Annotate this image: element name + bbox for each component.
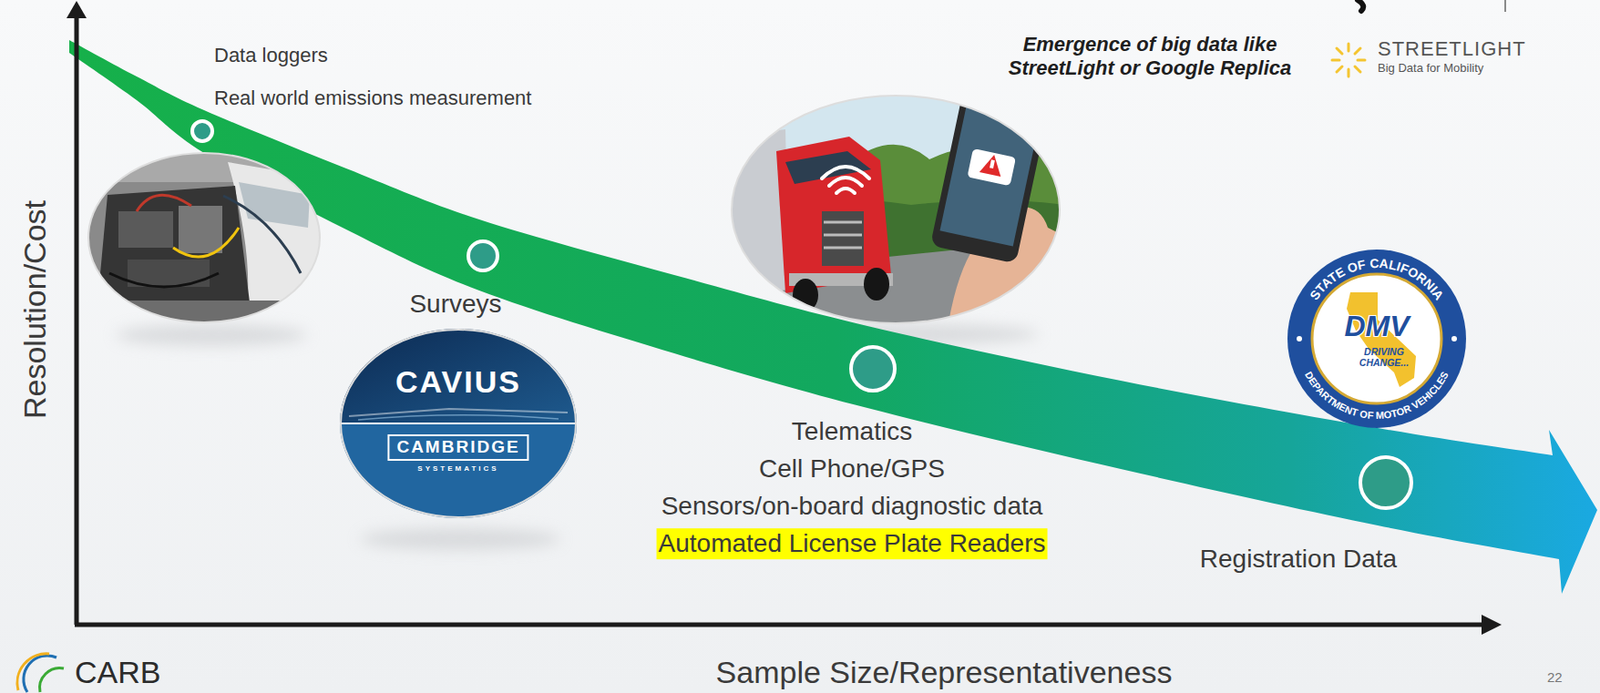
logo-top [339,328,577,424]
dmv-seal: STATE OF CALIFORNIA DEPARTMENT OF MOTOR V… [1286,248,1467,430]
illustration-detail [40,668,64,693]
illustration-detail [115,324,308,347]
illustration-detail [82,145,329,329]
carb-logo-mark [17,654,64,693]
logo-tagline: Big Data for Mobility [1377,61,1484,76]
illustration-detail [74,623,1484,628]
illustration-detail [91,300,329,329]
seal-inner [1312,274,1442,404]
note-text: Emergence of big data like StreetLight o… [985,32,1314,82]
illustration-detail [136,194,192,212]
survey-logo-oval: CAVIUS CAMBRIDGE SYSTEMATICS [339,328,577,519]
highlighted-label: Automated License Plate Readers [656,528,1048,560]
illustration-detail [1347,69,1351,77]
callout-text: Data loggers [214,43,329,68]
illustration-detail [823,246,862,250]
illustration-detail [173,227,239,257]
logo-divider [339,422,577,425]
illustration-detail [109,273,219,288]
logo-text: DMV [1343,310,1409,343]
illustration-detail [1481,615,1502,636]
seal-ring [1287,249,1467,429]
illustration-detail [468,241,498,271]
illustration-detail [1504,0,1507,12]
illustration-detail [74,14,80,626]
illustration-detail [792,278,819,312]
illustration-detail [359,528,561,551]
streetlight-icon [1332,43,1365,77]
seal-arc-text: STATE OF CALIFORNIA [1306,256,1447,303]
illustration-detail [1354,48,1361,54]
photo-frame [88,153,320,323]
seal-arc-text-path: DEPARTMENT OF MOTOR VEHICLES [1302,369,1451,421]
category-label: Surveys [409,288,502,320]
axes [66,0,1502,636]
logo-text: STREETLIGHT [1377,37,1527,62]
illustration-detail [785,151,872,185]
illustration-detail [223,195,301,274]
illustration-detail [940,88,1044,247]
illustration-detail [1332,59,1340,62]
page-number: 22 [1547,669,1563,687]
logo-text: DRIVING CHANGE... [1350,347,1418,369]
illustration-detail [17,654,50,691]
logo-text: SYSTEMATICS [417,465,499,474]
illustration-detail [118,211,174,248]
illustration-detail [989,159,995,169]
category-label: Sensors/on-board diagnostic data [661,491,1044,523]
illustration-detail [966,148,1016,186]
illustration-detail [192,121,213,142]
logo-frame [340,329,576,518]
node-shape [339,328,577,519]
category-label: Telematics [791,416,913,448]
illustration-detail [82,145,329,183]
illustration-detail [979,152,1006,177]
illustration-detail [178,205,223,254]
axis-title: Sample Size/Representativeness [716,654,1173,692]
corner-decoration [1357,0,1506,12]
illustration-detail [1347,43,1351,52]
illustration-detail [1336,48,1343,54]
illustration-detail [1357,0,1364,11]
seal-arc-text-path: STATE OF CALIFORNIA [1306,256,1447,303]
logo-text: CAMBRIDGE [387,434,529,462]
illustration-detail [821,166,870,194]
illustration-detail [863,267,890,301]
illustration-detail [1336,66,1343,72]
illustration-detail [1360,457,1412,509]
category-label: Cell Phone/GPS [758,453,945,485]
data-logger-photo [82,145,329,329]
illustration-detail [823,234,862,237]
callout-text: Real world emissions measurement [214,86,532,111]
seal-arc-text: DEPARTMENT OF MOTOR VEHICLES [1302,369,1451,421]
logo-bottom [339,423,577,519]
illustration-detail [829,177,862,186]
surveys-logo [339,328,577,519]
illustration-detail [96,185,250,314]
logo-text: CARB [74,654,161,692]
illustration-detail [821,211,864,267]
seal-star [1451,336,1457,342]
axis-title: Resolution/Cost [16,200,54,420]
category-label: Registration Data [1200,543,1397,575]
illustration-detail [821,166,870,179]
illustration-detail [823,221,862,225]
illustration-detail [851,347,895,391]
trend-arrow-band [69,40,1598,595]
illustration-detail [1357,59,1365,62]
illustration-detail [66,0,87,19]
illustration-detail [1354,66,1361,72]
photo-frame [731,95,1060,324]
illustration-detail [836,188,855,194]
telematics-photo [728,72,1067,329]
logo-streak [358,415,559,421]
logo-text: CAVIUS [395,365,522,400]
seal-star [1296,336,1303,342]
